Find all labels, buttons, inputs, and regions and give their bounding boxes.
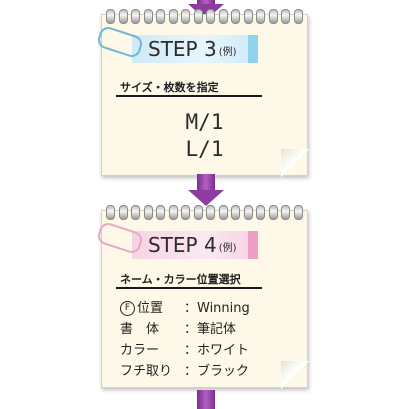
step-subtitle: サイズ・枚数を指定	[120, 81, 219, 94]
size-line: M/1	[185, 110, 224, 134]
spiral-rings	[106, 205, 303, 220]
step3-card: STEP 3(例) サイズ・枚数を指定 M/1 L/1	[95, 9, 309, 177]
spec-row: フチ取り ：ブラック	[120, 364, 250, 379]
subtitle-underline	[116, 95, 262, 97]
spec-row: 書 体 ：筆記体	[120, 322, 237, 337]
subtitle-underline	[116, 287, 262, 289]
front-marker-icon: F	[120, 301, 135, 316]
step-tape	[132, 35, 258, 63]
step-subtitle: ネーム・カラー位置選択	[120, 273, 241, 286]
step-title: STEP 4(例)	[148, 233, 237, 257]
step-title: STEP 3(例)	[148, 37, 237, 61]
paperclip-icon	[95, 24, 145, 60]
step-tape	[132, 231, 258, 259]
spec-row: カラー ：ホワイト	[120, 343, 250, 358]
size-list: M/1 L/1	[102, 109, 307, 163]
page-curl	[281, 149, 309, 177]
page-curl	[281, 361, 309, 389]
size-line: L/1	[185, 137, 224, 161]
paperclip-icon	[95, 220, 145, 256]
spiral-rings	[106, 9, 303, 24]
